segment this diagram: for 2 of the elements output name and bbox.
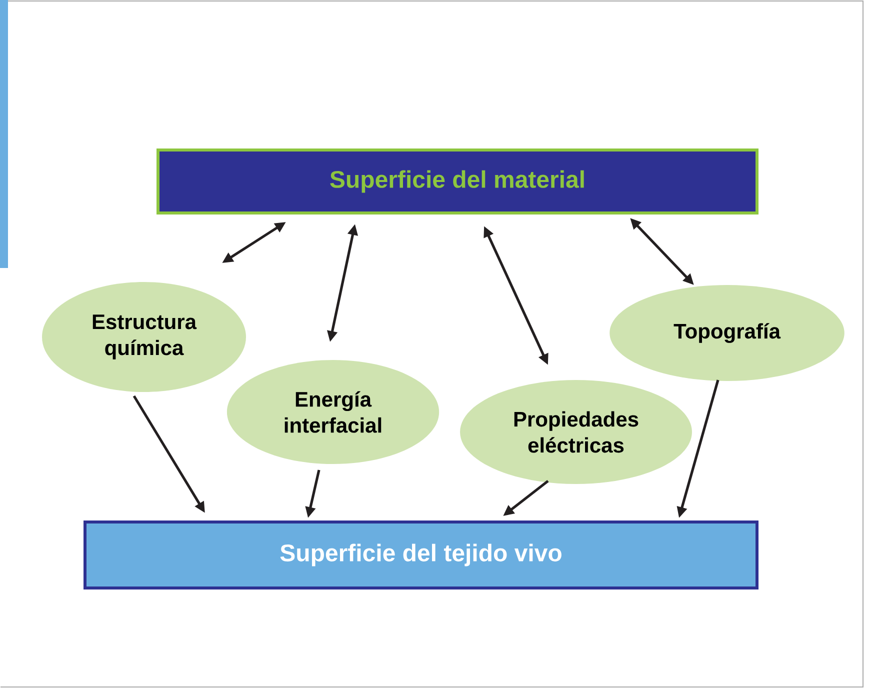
target-box: Superficie del tejido vivo [84, 520, 758, 590]
title-box: Superficie del material [156, 148, 758, 214]
